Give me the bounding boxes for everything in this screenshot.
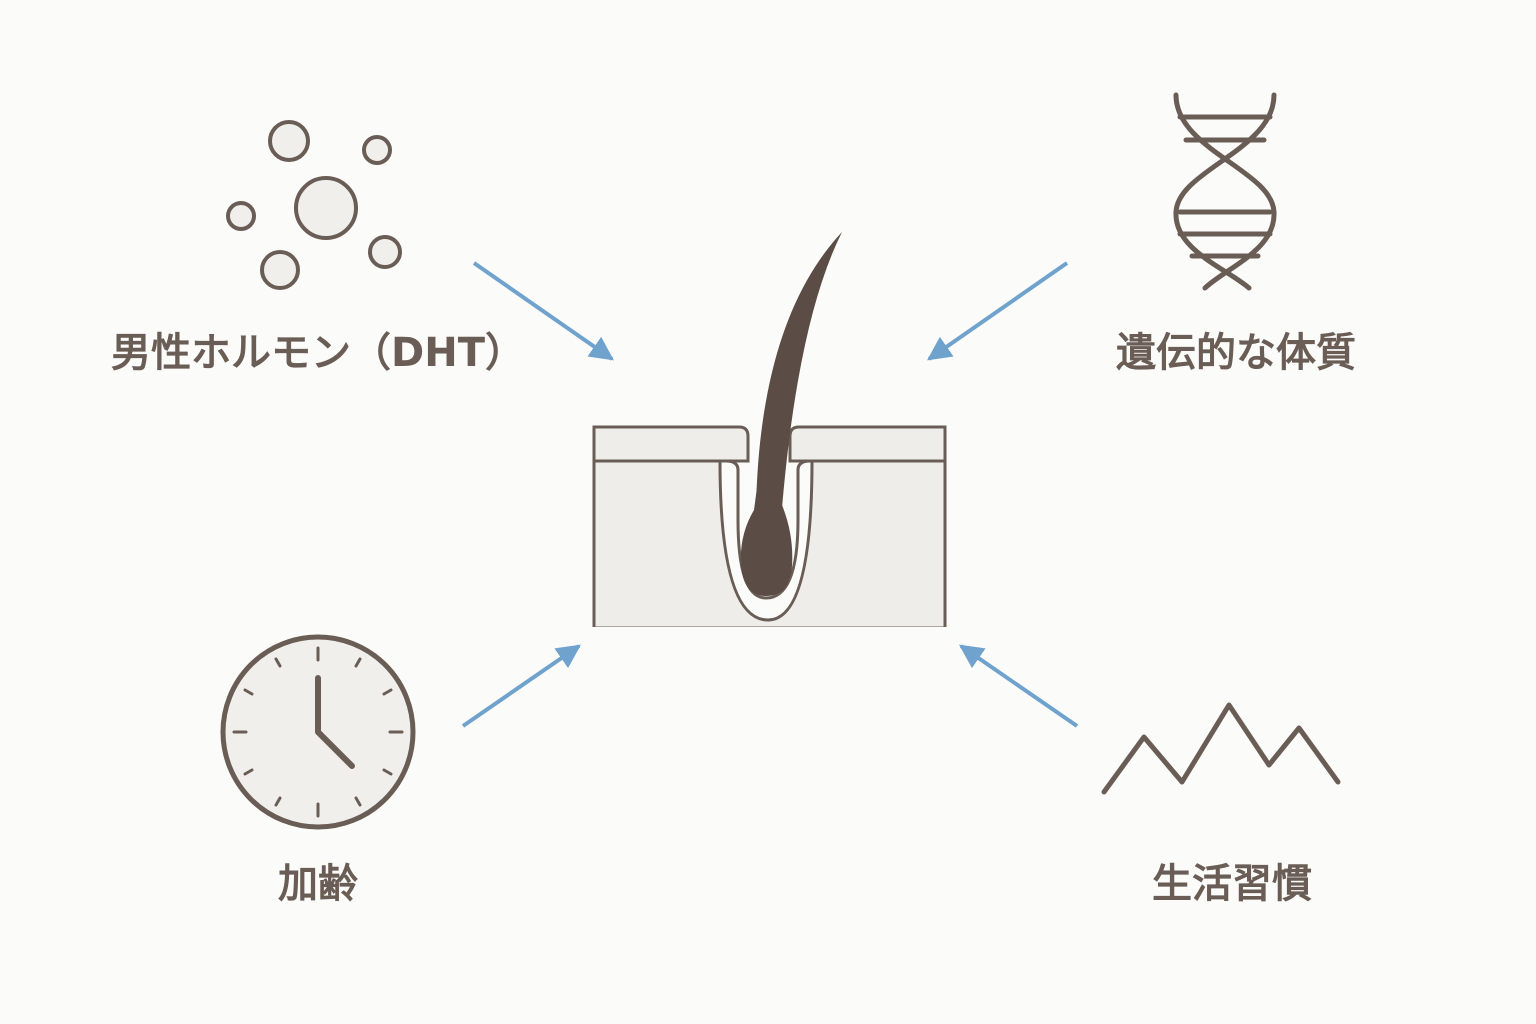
label-aging: 加齢 [278,861,358,907]
hair-root [740,480,793,596]
arrow-lifestyle [959,644,1079,728]
skin-base-cover [590,627,950,635]
skin-block [592,425,947,630]
label-genetics: 遺伝的な体質 [1116,330,1356,376]
hair-follicle-icon [590,232,950,635]
label-hormone: 男性ホルモン（DHT） [111,330,525,376]
dna-helix-icon [1173,92,1277,291]
hair-shaft [756,232,842,508]
skin-surface-line [594,459,945,600]
label-lifestyle: 生活習慣 [1152,861,1312,907]
clock-icon [220,634,416,830]
arrow-hormone [472,261,614,361]
zigzag-wave-icon [1101,702,1341,795]
arrow-aging [461,644,581,728]
clock-hands [315,675,355,769]
molecule-bubbles-icon [226,120,402,290]
arrow-genetics [927,261,1069,361]
